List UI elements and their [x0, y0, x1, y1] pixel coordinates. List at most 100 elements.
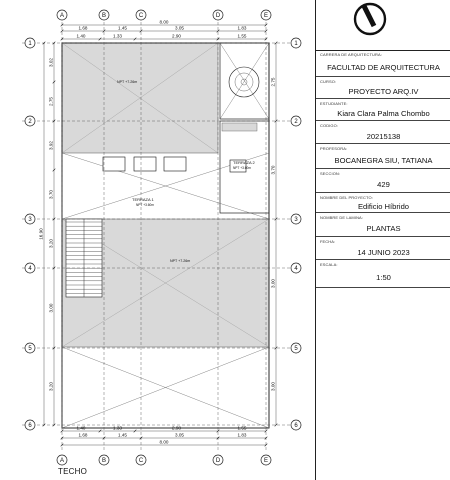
grid-letter: E	[264, 13, 268, 19]
dimension-label: 1.55	[238, 426, 247, 431]
grid-number: 6	[294, 423, 298, 429]
dimension-label: 3.02	[49, 58, 54, 67]
dimension-label: 8.00	[160, 440, 169, 445]
field-value: Edificio Híbrido	[357, 202, 410, 211]
grid-bubble-1	[24, 37, 36, 49]
label-npt-main: NPT +7.26m	[170, 259, 190, 263]
field-label: ESTUDIANTE:	[320, 101, 348, 106]
grid-number: 1	[294, 41, 298, 47]
grid-letter: D	[216, 13, 221, 19]
grid-bubble-A	[56, 9, 68, 21]
label-terraza-1: TERRAZA 1	[132, 197, 155, 202]
field-value: 1:50	[376, 273, 391, 282]
dimension-label: 3.92	[49, 141, 54, 150]
title-block-field: ESCALA: 1:50	[316, 260, 450, 288]
grid-letter: B	[102, 458, 106, 464]
grid-letter: B	[102, 13, 106, 19]
dimension-label: 2.90	[172, 34, 181, 39]
grid-bubble-3	[24, 213, 36, 225]
field-value: BOCANEGRA SIU, TATIANA	[334, 155, 433, 165]
field-label: PROFESORA:	[320, 146, 348, 151]
dimension-label: 2.75	[49, 97, 54, 106]
dimension-label: 1.83	[238, 26, 247, 31]
grid-bubble-3	[290, 213, 302, 225]
grid-bubble-2	[290, 115, 302, 127]
dimension-label: 1.83	[238, 433, 247, 438]
dimension-label: 1.33	[113, 34, 122, 39]
rooftop-unit-4	[229, 159, 247, 173]
title-block-field: PROFESORA: BOCANEGRA SIU, TATIANA	[316, 144, 450, 169]
rooftop-unit-1	[102, 156, 126, 172]
dimension-label: 3.70	[271, 165, 276, 174]
dimension-label: 1.33	[113, 426, 122, 431]
grid-number: 3	[294, 217, 298, 223]
field-label: SECCION:	[320, 171, 341, 176]
label-terraza-2-level: NPT +3.60m	[233, 166, 251, 170]
field-label: NOMBRE DEL PROYECTO:	[320, 195, 373, 200]
grid-bubble-B	[98, 9, 110, 21]
dimension-label: 1.40	[77, 34, 86, 39]
grid-bubble-4	[24, 262, 36, 274]
dimension-label: 1.45	[118, 26, 127, 31]
grid-bubble-A	[56, 454, 68, 466]
label-terraza-1-level: NPT +3.60m	[136, 203, 154, 207]
field-label: FECHA:	[320, 239, 336, 244]
grid-bubble-4	[290, 262, 302, 274]
grid-bubble-5	[290, 342, 302, 354]
grid-number: 3	[28, 217, 32, 223]
dimension-label: 16.90	[39, 228, 44, 240]
title-block-field: ESTUDIANTE: Kiara Clara Palma Chombo	[316, 99, 450, 121]
field-value: 429	[377, 180, 390, 189]
title-block-field: FECHA:14 JUNIO 2023	[316, 237, 450, 260]
title-block-field: CURSO: PROYECTO ARQ.IV	[316, 77, 450, 99]
title-block-field: SECCION: 429	[316, 169, 450, 193]
grid-bubble-5	[24, 342, 36, 354]
grid-number: 6	[28, 423, 32, 429]
dimension-label: 3.00	[271, 382, 276, 391]
university-logo	[316, 0, 450, 51]
title-block-field: NOMBRE DE LAMINA:PLANTAS	[316, 213, 450, 237]
plan-outline	[61, 42, 270, 429]
dimension-label: 1.40	[77, 426, 86, 431]
dimension-label: 1.68	[79, 26, 88, 31]
dimension-label: 3.00	[49, 303, 54, 312]
dimension-label: 2.98	[172, 426, 181, 431]
grid-letter: C	[139, 13, 144, 19]
grid-bubble-E	[260, 454, 272, 466]
field-value: Kiara Clara Palma Chombo	[337, 109, 430, 118]
field-value: FACULTAD DE ARQUITECTURA	[327, 62, 440, 72]
dimension-label: 3.00	[271, 279, 276, 288]
field-label: NOMBRE DE LAMINA:	[320, 215, 364, 220]
logo-icon	[353, 2, 387, 36]
grid-bubble-C	[135, 454, 147, 466]
field-label: ESCALA:	[320, 262, 338, 267]
grid-bubble-1	[290, 37, 302, 49]
dimension-label: 1.45	[118, 433, 127, 438]
grid-bubble-D	[212, 9, 224, 21]
grid-bubble-6	[24, 419, 36, 431]
title-block: CARRERA DE ARQUITECTURA: FACULTAD DE ARQU…	[315, 0, 450, 480]
drawing-title: TECHO	[58, 467, 87, 476]
title-block-field: CARRERA DE ARQUITECTURA: FACULTAD DE ARQU…	[316, 50, 450, 77]
field-label: CURSO:	[320, 79, 337, 84]
grid-bubble-2	[24, 115, 36, 127]
dimension-label: 3.20	[49, 239, 54, 248]
dimension-label: 8.00	[160, 20, 169, 25]
tree-symbol	[228, 66, 260, 98]
field-value: 20215138	[366, 131, 401, 141]
dimension-label: 3.70	[49, 190, 54, 199]
grid-letter: E	[264, 458, 268, 464]
grid-bubble-B	[98, 454, 110, 466]
grid-letter: A	[60, 458, 64, 464]
grid-letter: A	[60, 13, 64, 19]
field-label: CARRERA DE ARQUITECTURA:	[320, 52, 382, 57]
label-terraza-2: TERRAZA 2	[233, 160, 256, 165]
grid-bubble-E	[260, 9, 272, 21]
field-value: PROYECTO ARQ.IV	[348, 87, 419, 96]
field-label: CODIGO:	[320, 123, 339, 128]
grid-bubble-C	[135, 9, 147, 21]
grid-number: 4	[28, 266, 32, 272]
grid-bubble-D	[212, 454, 224, 466]
label-npt-top: NPT +7.26m	[117, 80, 137, 84]
